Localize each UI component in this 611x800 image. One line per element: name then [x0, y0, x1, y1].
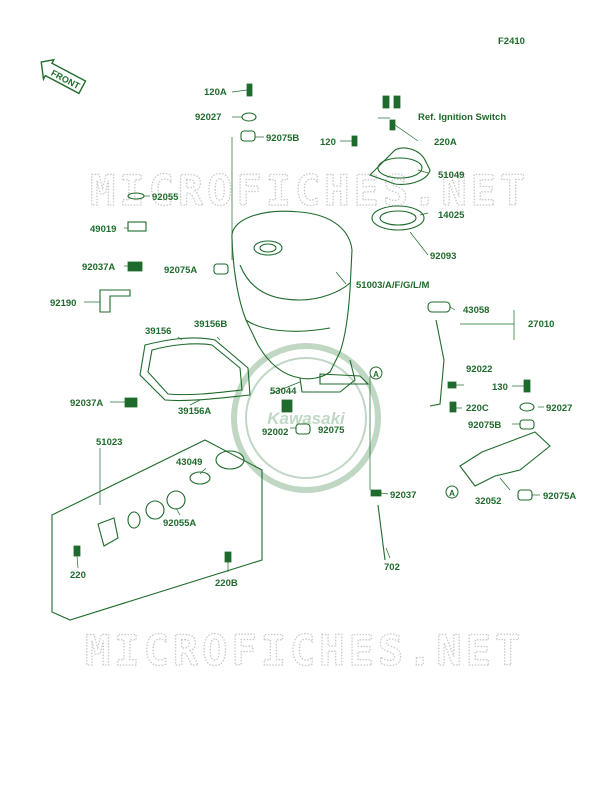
label-92027: 92027	[195, 112, 221, 123]
bolt-120	[351, 135, 358, 147]
label-92002: 92002	[262, 427, 288, 438]
label-220: 220	[70, 570, 86, 581]
figure-code: F2410	[498, 36, 525, 47]
label-92037A-top: 92037A	[82, 262, 115, 273]
label-43049: 43049	[176, 457, 202, 468]
fuel-cock-51023	[51, 439, 263, 621]
strap-53044	[319, 373, 370, 385]
callout-a-lower: A	[445, 485, 459, 499]
clamp-92037A-mid	[124, 397, 138, 408]
hose-702	[377, 504, 386, 561]
brand-seal-text: Kawasaki	[267, 409, 346, 428]
label-220B: 220B	[215, 578, 238, 589]
label-92075A-left: 92075A	[164, 265, 197, 276]
part-labels: 120A 92027 92075B 92055 49019 92037A 920…	[50, 87, 576, 589]
grommet-92075B	[240, 130, 256, 142]
grommet-92075B-r	[519, 419, 535, 430]
svg-text:A: A	[373, 370, 379, 379]
washer-92027-r	[519, 402, 535, 412]
label-39156B: 39156B	[194, 319, 227, 330]
bracket-32052	[459, 431, 551, 487]
label-92055A: 92055A	[163, 518, 196, 529]
label-120A: 120A	[204, 87, 227, 98]
svg-text:A: A	[449, 489, 455, 498]
label-39156: 39156	[145, 326, 171, 337]
label-14025: 14025	[438, 210, 465, 221]
bolt-92022	[447, 381, 457, 389]
watermark-top: MICROFICHES.NET	[90, 166, 529, 215]
watermark-bottom: MICROFICHES.NET	[85, 626, 524, 675]
label-51003: 51003/A/F/G/L/M	[356, 280, 429, 291]
label-39156A: 39156A	[178, 406, 211, 417]
brand-seal: Kawasaki	[231, 343, 381, 493]
label-120: 120	[320, 137, 336, 148]
fuel-tank	[231, 210, 356, 393]
label-92075: 92075	[318, 425, 345, 436]
label-32052: 32052	[475, 496, 501, 507]
label-92055: 92055	[152, 192, 179, 203]
gasket-43058	[427, 301, 451, 313]
tank-cap	[368, 147, 431, 231]
label-92190: 92190	[50, 298, 76, 309]
label-220C: 220C	[466, 403, 489, 414]
grommet-92075	[295, 423, 311, 435]
label-51023: 51023	[96, 437, 122, 448]
label-92027-r: 92027	[546, 403, 572, 414]
label-51049: 51049	[438, 170, 464, 181]
leader-lines	[76, 89, 544, 572]
callout-a-upper: A	[369, 366, 383, 380]
label-130: 130	[492, 382, 508, 393]
bolt-120A	[246, 83, 253, 97]
label-702: 702	[384, 562, 400, 573]
label-43058: 43058	[463, 305, 489, 316]
label-49019: 49019	[90, 224, 116, 235]
bolt-220C	[449, 401, 457, 413]
label-92037A-mid: 92037A	[70, 398, 103, 409]
label-92093: 92093	[430, 251, 456, 262]
gauge-sender-27010	[429, 319, 445, 407]
label-27010: 27010	[528, 319, 554, 330]
label-92037: 92037	[390, 490, 416, 501]
clamp-92037	[370, 489, 382, 497]
bolt-220A	[389, 119, 396, 131]
front-arrow-icon: FRONT	[40, 58, 87, 95]
label-92075B-r: 92075B	[468, 420, 501, 431]
label-92075A-r: 92075A	[543, 491, 576, 502]
clamp-92037A-top	[127, 261, 143, 272]
label-ref-ignition-switch: Ref. Ignition Switch	[418, 112, 506, 123]
label-220A: 220A	[434, 137, 457, 148]
label-53044: 53044	[270, 386, 297, 397]
ignition-key-icon-2	[393, 95, 401, 109]
grommet-92075A-r	[517, 489, 533, 501]
sensor-49019	[127, 221, 147, 232]
hose-92190	[99, 289, 131, 313]
side-cover-39156	[139, 337, 251, 402]
label-92075B: 92075B	[266, 133, 299, 144]
grommet-92075A	[213, 263, 229, 275]
bolt-130	[523, 379, 531, 393]
label-92022: 92022	[466, 364, 492, 375]
bolt-92002	[281, 399, 293, 413]
ignition-key-icon	[382, 95, 390, 109]
washer-92027	[241, 112, 257, 122]
